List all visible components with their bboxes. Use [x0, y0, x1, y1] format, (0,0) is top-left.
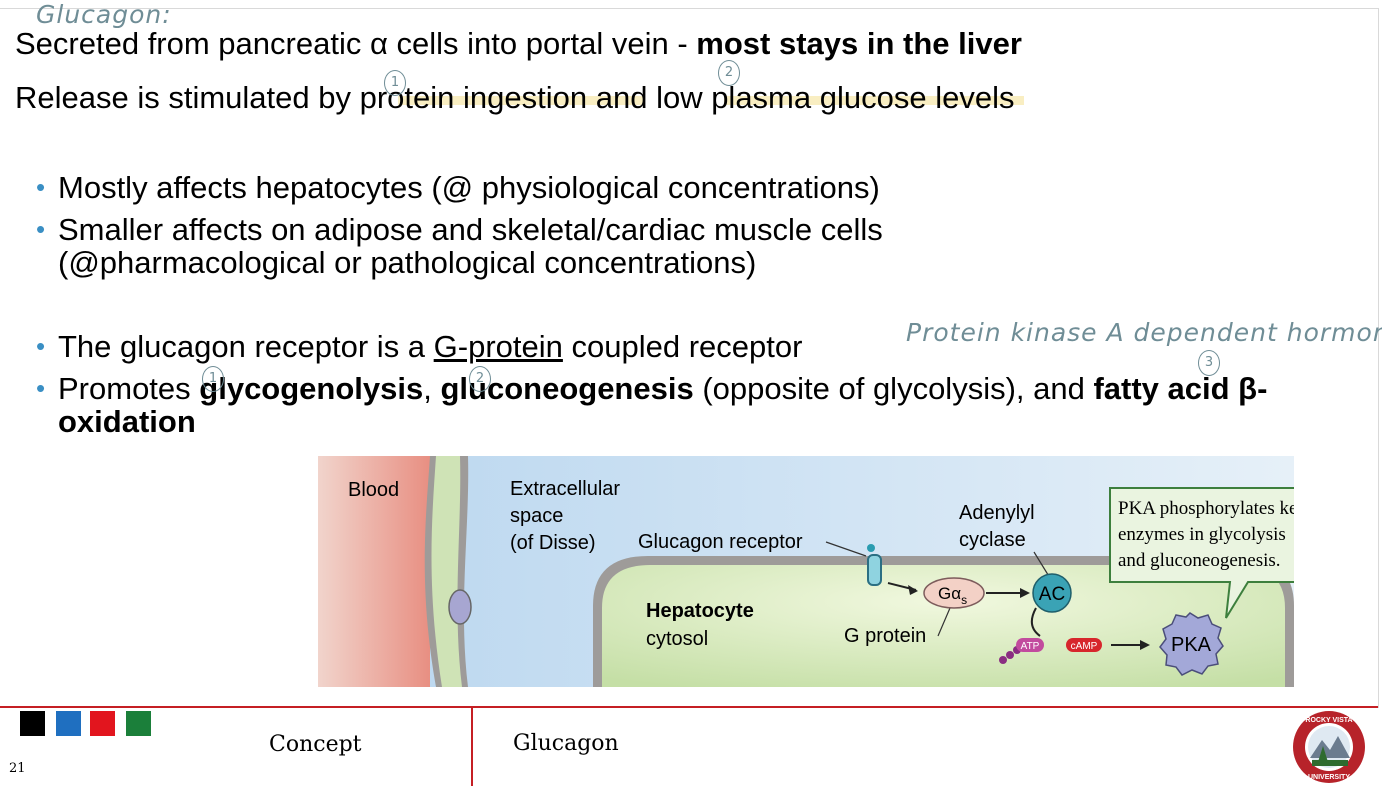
svg-text:ROCKY VISTA: ROCKY VISTA — [1305, 717, 1352, 724]
glucagon-signaling-diagram: Blood Extracellular space (of Disse) Glu… — [318, 456, 1294, 687]
g-alpha-s — [923, 577, 985, 609]
callout-line-3: and gluconeogenesis. — [1118, 550, 1281, 571]
highlight-protein-ingestion — [398, 96, 644, 105]
color-square-blue — [56, 711, 81, 736]
bullet-adipose-muscle: •Smaller affects on adipose and skeletal… — [36, 212, 883, 280]
label-g-protein: G protein — [844, 625, 926, 647]
atp-label: ATP — [1021, 641, 1040, 652]
handwritten-note: Protein kinase A dependent hormone — [906, 318, 1382, 347]
handwritten-circle-number: 2 — [718, 60, 740, 86]
highlight-low-plasma-glucose — [724, 96, 1024, 105]
blood-region — [318, 456, 430, 687]
intro-line-secretion: Secreted from pancreatic α cells into po… — [15, 26, 1022, 61]
handwritten-circle-number: 3 — [1198, 350, 1220, 376]
pka-callout-box — [1109, 487, 1294, 619]
camp-label: cAMP — [1071, 641, 1098, 652]
pka-label: PKA — [1171, 634, 1212, 656]
bullet-dot: • — [36, 214, 46, 244]
label-hepatocyte: Hepatocyte — [646, 600, 754, 622]
g-alpha-label: Gαs — [938, 584, 967, 607]
slide-border-right — [1378, 8, 1379, 708]
page-number: 21 — [9, 761, 26, 776]
bullet-dot: • — [36, 172, 46, 202]
camp-molecule — [1066, 638, 1102, 652]
intro-line-release: Release is stimulated by protein ingesti… — [15, 80, 1015, 115]
handwritten-circle-number: 1 — [202, 366, 224, 392]
bullet-receptor: •The glucagon receptor is a G-protein co… — [36, 329, 803, 364]
footer-topic: Glucagon — [513, 731, 619, 756]
footer-concept-label: Concept — [269, 732, 362, 757]
slide-border-top — [0, 8, 1378, 9]
hepatocyte-cytosol — [602, 565, 1285, 687]
label-adenylyl: Adenylyl — [959, 502, 1035, 524]
callout-line-1: PKA phosphorylates key — [1118, 498, 1294, 519]
label-cyclase: cyclase — [959, 529, 1026, 551]
label-glucagon-receptor: Glucagon receptor — [638, 531, 803, 553]
adenylyl-cyclase — [1032, 573, 1072, 613]
atp-molecule — [1016, 638, 1044, 652]
callout-line-2: enzymes in glycolysis — [1118, 524, 1286, 545]
endothelial-nucleus — [448, 589, 472, 625]
bullet-dot: • — [36, 373, 46, 403]
color-square-green — [126, 711, 151, 736]
endothelial-cell — [431, 456, 462, 687]
handwritten-title: Glucagon: — [36, 0, 172, 29]
ac-label: AC — [1039, 584, 1065, 605]
bullet-promotes: •Promotes glycogenolysis, gluconeogenesi… — [36, 371, 1268, 439]
footer-rule — [0, 706, 1378, 708]
svg-text:UNIVERSITY: UNIVERSITY — [1308, 774, 1350, 781]
label-of-disse: (of Disse) — [510, 532, 596, 554]
handwritten-circle-number: 2 — [469, 366, 491, 392]
label-extracellular: Extracellular — [510, 478, 620, 500]
label-space: space — [510, 505, 563, 527]
bullet-dot: • — [36, 331, 46, 361]
label-cytosol: cytosol — [646, 628, 708, 650]
bullet-hepatocytes: •Mostly affects hepatocytes (@ physiolog… — [36, 170, 880, 205]
footer-divider — [471, 708, 473, 786]
handwritten-circle-number: 1 — [384, 70, 406, 96]
glucagon-molecule — [867, 544, 875, 552]
label-blood: Blood — [348, 479, 399, 501]
color-square-black — [20, 711, 45, 736]
glucagon-receptor-shape — [867, 554, 882, 586]
university-logo: ROCKY VISTA UNIVERSITY — [1293, 711, 1365, 783]
color-square-red — [90, 711, 115, 736]
pka-enzyme — [1159, 612, 1224, 676]
